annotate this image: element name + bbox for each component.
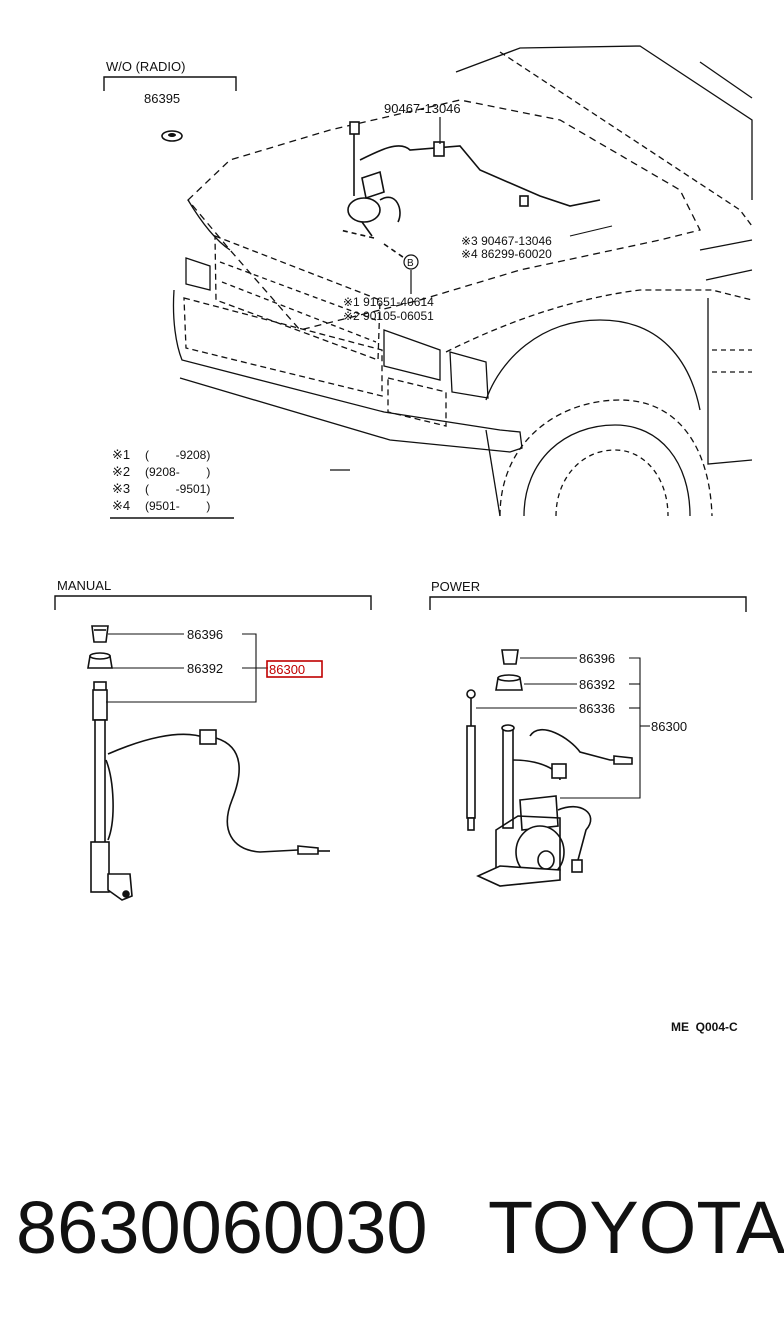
manual-section: MANUAL: [54, 578, 372, 901]
top-callouts: 90467-13046 ※3 90467-13046 ※4 86299-6002…: [343, 101, 613, 323]
legend-mark-3: ※3: [112, 481, 130, 496]
brand-name: TOYOTA: [488, 1186, 784, 1269]
legend-mark-1: ※1: [112, 447, 130, 462]
legend-range-2: (9208- ): [145, 465, 210, 479]
date-range-legend: ※1 ( -9208) ※2 (9208- ) ※3 ( -9501) ※4 (…: [110, 447, 234, 519]
parts-diagram: W/O (RADIO) 86395: [54, 45, 753, 1034]
footer: 8630060030 TOYOTA: [0, 1180, 784, 1280]
legend-range-1: ( -9208): [145, 448, 210, 462]
fender-antenna-drawing: [339, 121, 601, 263]
part-86395-label[interactable]: 86395: [144, 91, 180, 106]
highlight-box: [266, 660, 323, 678]
part-number: 8630060030: [16, 1186, 428, 1269]
reference-b-icon: [403, 254, 419, 270]
power-86336-label[interactable]: 86336: [579, 701, 615, 716]
legend-mark-2: ※2: [112, 464, 130, 479]
power-86392-label[interactable]: 86392: [579, 677, 615, 692]
note-2-label[interactable]: ※2 90105-06051: [343, 309, 434, 323]
manual-86392-label[interactable]: 86392: [187, 661, 223, 676]
manual-86396-label[interactable]: 86396: [187, 627, 223, 642]
power-86396-label[interactable]: 86396: [579, 651, 615, 666]
note-3-label[interactable]: ※3 90467-13046: [461, 234, 552, 248]
manual-86300-label[interactable]: 86300: [269, 662, 305, 677]
legend-range-4: (9501- ): [145, 499, 210, 513]
note-1-label[interactable]: ※1 91651-40614: [343, 295, 434, 309]
legend-mark-4: ※4: [112, 498, 130, 513]
note-4-label[interactable]: ※4 86299-60020: [461, 247, 552, 261]
manual-cap-icon: [91, 625, 109, 643]
power-section: POWER: [429, 579, 747, 887]
wo-radio-label: W/O (RADIO): [106, 59, 185, 74]
vehicle-front-drawing: [172, 45, 753, 517]
power-cap-icon: [501, 649, 519, 665]
power-heading: POWER: [431, 579, 480, 594]
power-86300-label[interactable]: 86300: [651, 719, 687, 734]
legend-range-3: ( -9501): [145, 482, 210, 496]
wo-radio-group: W/O (RADIO) 86395: [103, 59, 237, 142]
diagram-ref-code: ME Q004-C: [671, 1020, 738, 1034]
part-90467-13046-label[interactable]: 90467-13046: [384, 101, 461, 116]
manual-heading: MANUAL: [57, 578, 111, 593]
reference-b-label: B: [407, 258, 414, 269]
